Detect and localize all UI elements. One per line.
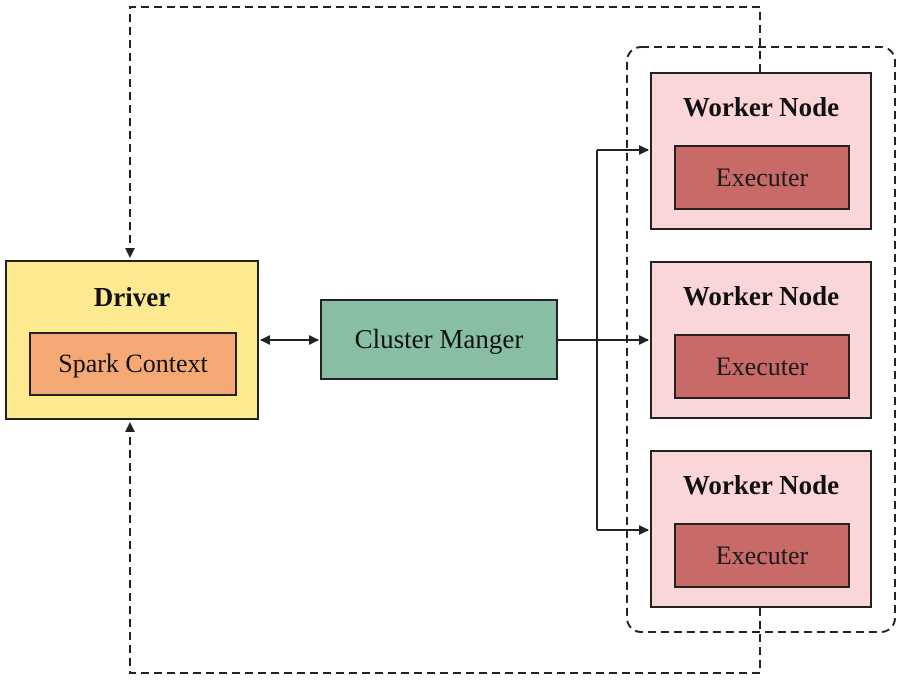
worker-node-box: Worker Node Executer — [650, 261, 872, 419]
worker-node-box: Worker Node Executer — [650, 450, 872, 608]
executor-box: Executer — [674, 334, 850, 399]
worker-node-title: Worker Node — [682, 470, 840, 500]
executor-box: Executer — [674, 523, 850, 588]
feedback-arrow-top — [125, 6, 761, 258]
spark-context-box: Spark Context — [29, 332, 237, 396]
worker-node-box: Worker Node Executer — [650, 72, 872, 230]
executor-box: Executer — [674, 145, 850, 210]
worker-node-title: Worker Node — [682, 92, 840, 122]
driver-title: Driver — [93, 282, 171, 312]
worker-node-title: Worker Node — [682, 281, 840, 311]
cluster-to-workers-connector — [558, 150, 598, 530]
cluster-manager-box: Cluster Manger — [320, 299, 558, 380]
driver-box: Driver Spark Context — [5, 260, 259, 420]
feedback-arrow-bottom — [125, 422, 761, 674]
